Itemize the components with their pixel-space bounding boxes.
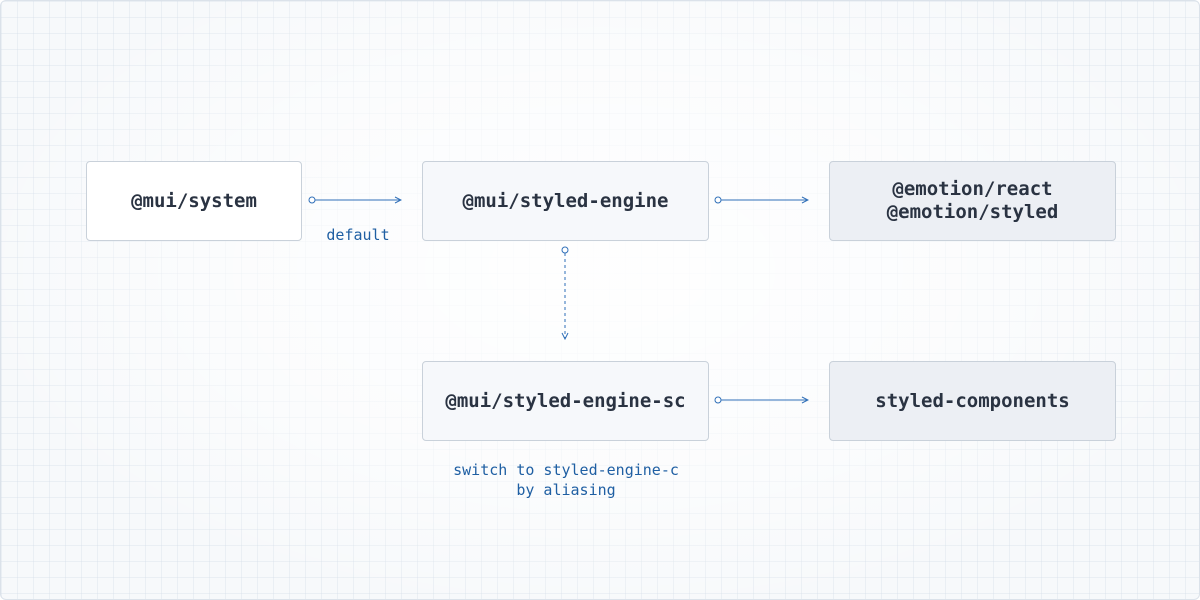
node-label: @mui/styled-engine — [462, 189, 669, 212]
node-mui-styled-engine: @mui/styled-engine — [422, 161, 709, 241]
node-label-line-2: @emotion/styled — [886, 201, 1059, 223]
node-mui-system: @mui/system — [86, 161, 302, 241]
edge-start-dot — [714, 396, 722, 404]
node-styled-components: styled-components — [829, 361, 1116, 441]
node-label: styled-components — [875, 389, 1070, 412]
edge-styled-engine-to-emotion — [714, 196, 808, 204]
edge-label-line-1: switch to styled-engine-c — [453, 461, 679, 479]
node-label-line-1: @emotion/react — [892, 178, 1053, 200]
edge-system-to-styled-engine — [308, 196, 401, 204]
node-label: @mui/system — [131, 189, 257, 212]
edge-label-aliasing: switch to styled-engine-c by aliasing — [421, 460, 711, 500]
edge-start-dot — [714, 196, 722, 204]
node-emotion: @emotion/react @emotion/styled — [829, 161, 1116, 241]
node-mui-styled-engine-sc: @mui/styled-engine-sc — [422, 361, 709, 441]
edge-start-dot — [308, 196, 316, 204]
edge-start-dot — [561, 246, 569, 254]
edge-label-line-2: by aliasing — [516, 481, 616, 499]
edge-styled-engine-to-styled-engine-sc — [561, 246, 569, 339]
edge-label-default: default — [326, 226, 390, 244]
edge-styled-engine-sc-to-styled-components — [714, 396, 808, 404]
node-label: @mui/styled-engine-sc — [445, 389, 686, 412]
